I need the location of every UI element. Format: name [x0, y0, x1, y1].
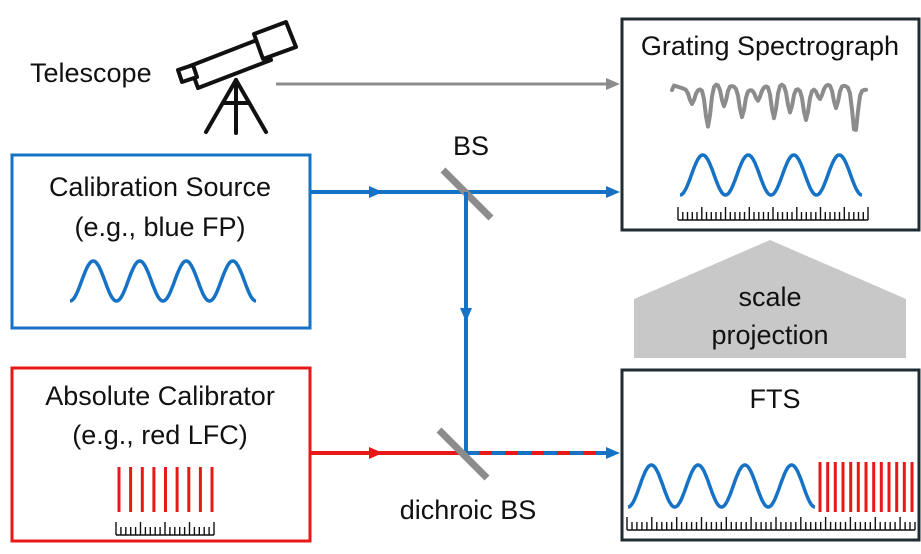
- calibration-source-label: Calibration Source: [49, 172, 271, 202]
- scale-projection-arrow: [634, 240, 906, 358]
- dichroic-beam-splitter-label: dichroic BS: [400, 495, 537, 525]
- lfc-scale-ruler: [115, 522, 215, 536]
- fts-label: FTS: [750, 384, 801, 414]
- red-beam-arrowhead: [369, 447, 383, 459]
- combined-beam-arrowhead: [606, 447, 620, 459]
- telescope-label: Telescope: [30, 58, 152, 88]
- grating-spectrograph-label: Grating Spectrograph: [641, 31, 899, 61]
- scale-projection-label-1: scale: [738, 282, 801, 312]
- fts-box: [620, 368, 921, 542]
- calibration-source-box: [10, 153, 312, 330]
- stellar-absorption-spectrum: [670, 82, 868, 132]
- dichroic-beam-splitter: [436, 427, 490, 481]
- fts-fp-wave: [627, 463, 816, 509]
- fts-comb-lines: [818, 462, 914, 512]
- grating-scale-ruler: [677, 207, 869, 221]
- blue-beam-arrowhead-down: [460, 308, 472, 322]
- grating-spectrograph-box: [620, 17, 921, 232]
- calibration-source-example: (e.g., blue FP): [74, 212, 245, 242]
- lfc-comb-lines: [117, 467, 214, 512]
- grating-fp-wave: [679, 153, 863, 197]
- telescope-beam-arrowhead: [606, 78, 620, 90]
- telescope-icon: [176, 20, 298, 135]
- calibration-fp-wave: [69, 259, 257, 303]
- fts-scale-ruler: [626, 517, 916, 531]
- absolute-calibrator-example: (e.g., red LFC): [72, 420, 248, 450]
- absolute-calibrator-label: Absolute Calibrator: [45, 381, 275, 411]
- blue-beam-arrowhead-2: [606, 186, 620, 198]
- blue-beam-arrowhead-1: [369, 186, 383, 198]
- scale-projection-label-2: projection: [711, 320, 828, 350]
- beam-splitter-label: BS: [453, 131, 489, 161]
